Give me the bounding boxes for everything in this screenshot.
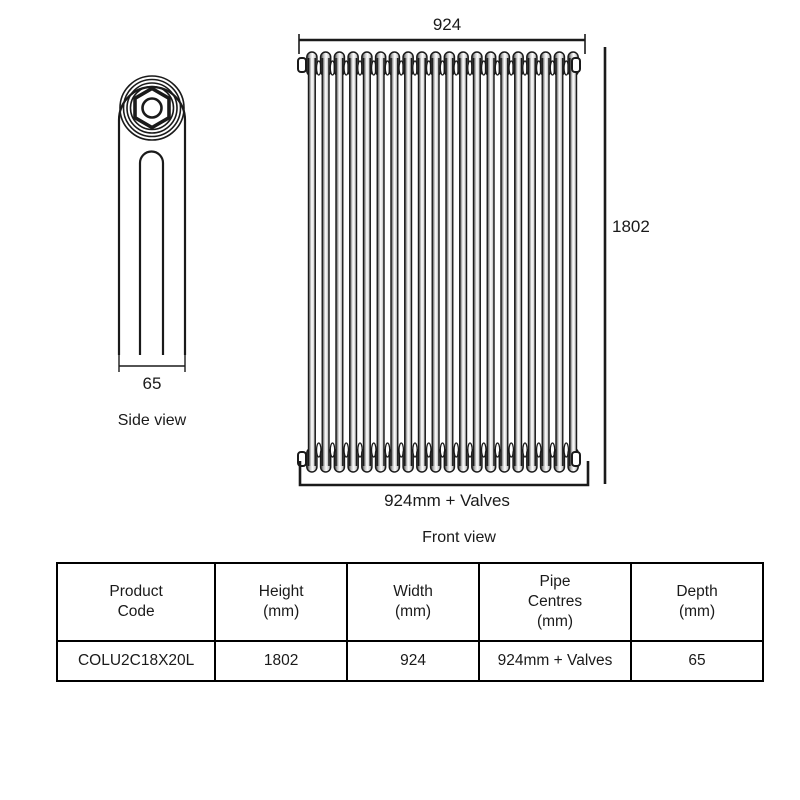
specification-table: Product Code Height (mm) Width (mm) Pipe… (55, 562, 764, 682)
radiator-column (567, 51, 579, 473)
table-body: COLU2C18X20L 1802 924 924mm + Valves 65 (55, 640, 764, 682)
front-view-pipe-centres-dimension (298, 461, 590, 487)
header-line-2: Code (117, 603, 155, 620)
radiator-column (306, 51, 322, 473)
table-header: Product Code Height (mm) Width (mm) Pipe… (55, 562, 764, 642)
left-end-valve-icon (297, 57, 307, 73)
table-header-product-code: Product Code (55, 562, 217, 642)
radiator-column (457, 51, 473, 473)
front-view-width-dimension-top (298, 34, 586, 54)
header-line-3: (mm) (536, 612, 574, 630)
side-view-inner-column (138, 150, 165, 355)
right-end-valve-icon (571, 57, 581, 467)
radiator-column (553, 51, 570, 473)
front-view-width-label: 924 (433, 15, 461, 34)
header-line-1: Depth (676, 583, 718, 601)
radiator-column (388, 51, 405, 473)
header-line-2: Centres (527, 593, 583, 611)
cell-height: 1802 (214, 640, 349, 682)
cell-depth: 65 (630, 640, 764, 682)
table-header-depth: Depth (mm) (630, 562, 764, 642)
radiator-column (416, 51, 432, 473)
radiator-columns (297, 51, 581, 473)
table-row: COLU2C18X20L 1802 924 924mm + Valves 65 (55, 640, 764, 682)
header-line-2: (mm) (678, 603, 716, 620)
radiator-column (526, 51, 542, 473)
header-line-1: Pipe (539, 573, 571, 591)
radiator-column (443, 51, 460, 473)
radiator-column (319, 51, 336, 473)
table-header-height: Height (mm) (214, 562, 349, 642)
radiator-column (347, 51, 363, 473)
radiator-column (512, 51, 528, 473)
cell-pipe-centres: 924mm + Valves (477, 640, 633, 682)
side-view-depth-dimension (118, 355, 186, 372)
radiator-column (333, 51, 350, 473)
header-line-1: Width (393, 583, 433, 601)
radiator-column (539, 51, 556, 473)
radiator-column (429, 51, 446, 473)
radiator-column (361, 51, 377, 473)
radiator-column (402, 51, 418, 473)
front-view-pipe-centres-label: 924mm + Valves (384, 491, 510, 510)
radiator-column (498, 51, 515, 473)
front-view-group: 924 (297, 15, 650, 546)
radiator-column (484, 51, 501, 473)
cell-width: 924 (346, 640, 480, 682)
table-header-pipe-centres: Pipe Centres (mm) (477, 562, 633, 642)
front-view-caption: Front view (422, 529, 496, 546)
header-line-2: (mm) (394, 603, 432, 620)
specification-table-container: Product Code Height (mm) Width (mm) Pipe… (55, 562, 764, 682)
table-header-width: Width (mm) (346, 562, 480, 642)
side-view-depth-label: 65 (143, 374, 162, 393)
side-view-caption: Side view (118, 412, 187, 429)
hex-nut-icon (119, 75, 185, 141)
table-header-row: Product Code Height (mm) Width (mm) Pipe… (55, 562, 764, 642)
radiator-column (471, 51, 487, 473)
header-line-1: Height (258, 583, 304, 601)
header-line-1: Product (109, 583, 163, 601)
side-view-group: 65 Side view (118, 75, 187, 429)
front-view-height-label: 1802 (612, 217, 650, 236)
header-line-2: (mm) (263, 603, 300, 620)
radiator-column (374, 51, 391, 473)
cell-product-code: COLU2C18X20L (55, 640, 217, 682)
